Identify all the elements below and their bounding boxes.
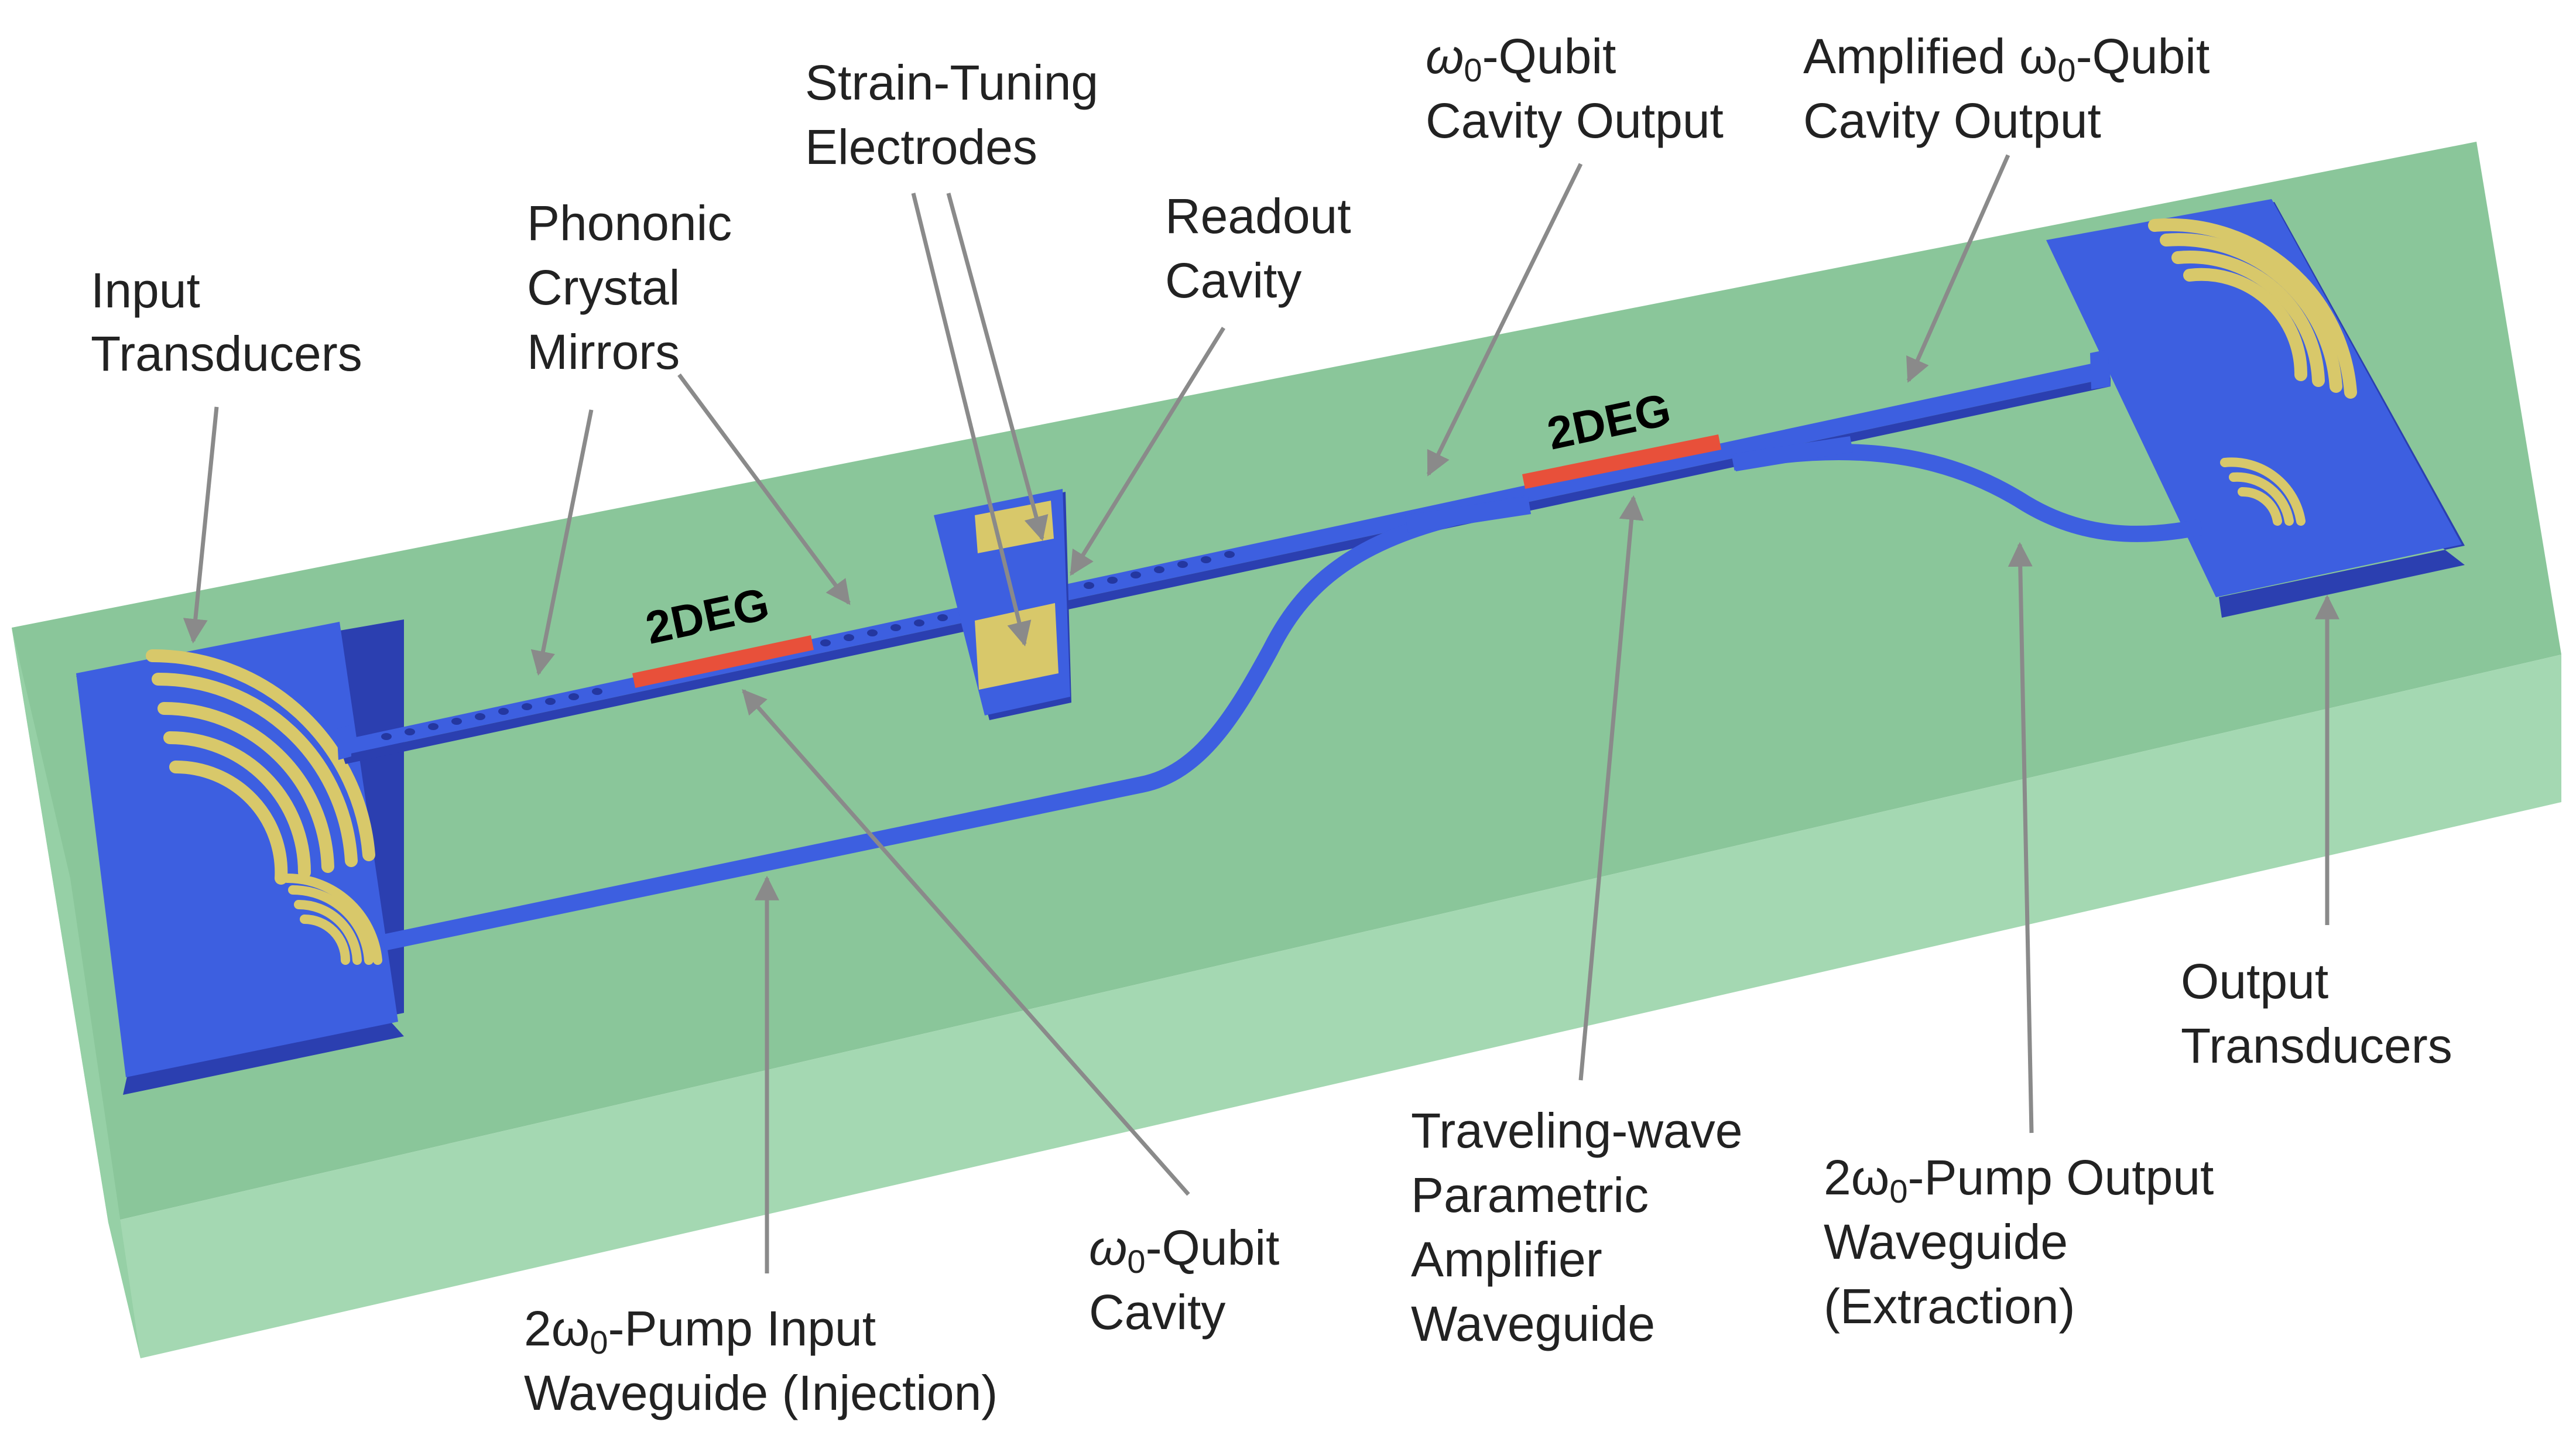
label-part: 2ω — [1824, 1150, 1889, 1205]
label-sub: 0 — [590, 1324, 608, 1361]
label-line: Amplified ω0-Qubit — [1803, 29, 2210, 88]
label-part: -Pump Output — [1907, 1150, 2214, 1205]
label-line: ω0-Qubit — [1426, 29, 1616, 88]
substrate-left-face — [12, 628, 141, 1358]
label-line: Waveguide — [1824, 1214, 2068, 1269]
label-line: Phononic — [527, 196, 732, 251]
label-line: Cavity Output — [1803, 93, 2101, 148]
label-part: ω — [1089, 1220, 1127, 1275]
label-part: 2ω — [524, 1301, 590, 1356]
label-line: Transducers — [2181, 1018, 2452, 1073]
label-part: -Qubit — [1482, 29, 1616, 84]
arrow-strain-electrodes-1 — [911, 193, 1032, 647]
label-qubit-cavity: ω0-Qubit Cavity — [1089, 1220, 1279, 1340]
label-pump-input: 2ω0-Pump Input Waveguide (Injection) — [524, 1301, 998, 1420]
label-line: Transducers — [91, 326, 362, 381]
label-qubit-cavity-output: ω0-Qubit Cavity Output — [1426, 29, 1724, 148]
label-input-transducers: Input Transducers — [91, 263, 362, 381]
arrow-qubit-cavity — [742, 689, 1190, 1196]
arrow-input-transducers — [183, 406, 219, 644]
phononic-crystal-holes-right — [1084, 551, 1235, 589]
annotation-arrows — [183, 154, 2339, 1273]
label-line: Parametric — [1411, 1167, 1649, 1222]
label-twpa: Traveling-wave Parametric Amplifier Wave… — [1411, 1103, 1742, 1351]
label-line: ω0-Qubit — [1089, 1220, 1279, 1280]
input-transducer-small — [282, 873, 382, 965]
arrow-phononic-mirrors-1 — [530, 409, 594, 676]
label-part: -Qubit — [2076, 29, 2210, 84]
phononic-crystal-holes-middle — [820, 614, 948, 646]
label-line: Input — [91, 263, 200, 318]
strain-electrode-block — [934, 489, 1071, 720]
label-line: Waveguide (Injection) — [524, 1365, 998, 1420]
label-line: 2ω0-Pump Input — [524, 1301, 876, 1361]
twodeg-strip-right — [1522, 434, 1721, 489]
label-line: (Extraction) — [1824, 1279, 2075, 1334]
input-pad-neck — [337, 725, 351, 760]
label-sub: 0 — [1889, 1173, 1907, 1210]
arrow-strain-electrodes-2 — [946, 193, 1049, 542]
pump-input-waveguide — [382, 495, 1531, 951]
output-pad-top — [2046, 199, 2462, 597]
label-line: Mirrors — [527, 324, 680, 379]
label-line: Crystal — [527, 260, 680, 315]
pump-output-coupler — [1733, 436, 1853, 471]
label-strain-electrodes: Strain-Tuning Electrodes — [805, 55, 1098, 174]
label-line: Output — [2181, 954, 2328, 1009]
output-transducer-large — [2148, 218, 2357, 399]
label-sub: 0 — [1127, 1243, 1145, 1280]
label-line: Cavity Output — [1426, 93, 1724, 148]
label-readout-cavity: Readout Cavity — [1165, 189, 1351, 308]
pump-input-coupler — [1405, 496, 1531, 533]
output-transducer-small — [2220, 457, 2306, 526]
main-waveguide-side — [342, 378, 2111, 764]
label-line: Cavity — [1089, 1285, 1225, 1340]
label-line: Readout — [1165, 189, 1351, 244]
label-line: Cavity — [1165, 253, 1301, 308]
label-line: 2ω0-Pump Output — [1824, 1150, 2214, 1210]
label-line: Amplifier — [1411, 1232, 1602, 1287]
label-pump-output: 2ω0-Pump Output Waveguide (Extraction) — [1824, 1150, 2214, 1334]
label-part: ω — [1426, 29, 1464, 84]
arrow-readout-cavity — [1070, 327, 1225, 576]
label-amplified-output: Amplified ω0-Qubit Cavity Output — [1803, 29, 2210, 148]
twodeg-strip-left — [632, 635, 814, 688]
arrow-pump-output — [2008, 542, 2034, 1133]
output-pad-neck — [2090, 350, 2111, 389]
label-sub: 0 — [2057, 52, 2075, 88]
pump-output-waveguide — [1731, 436, 2203, 542]
arrow-twpa — [1578, 495, 1644, 1081]
label-part: -Pump Input — [608, 1301, 876, 1356]
label-line: Strain-Tuning — [805, 55, 1098, 110]
phononic-crystal-holes-left — [381, 688, 602, 740]
input-transducer-large — [146, 649, 375, 885]
label-sub: 0 — [1464, 52, 1482, 88]
label-part: Amplified ω — [1803, 29, 2057, 84]
label-line: Traveling-wave — [1411, 1103, 1742, 1158]
input-pad — [76, 619, 404, 1095]
label-output-transducers: Output Transducers — [2181, 954, 2452, 1073]
label-line: Waveguide — [1411, 1296, 1655, 1351]
label-part: -Qubit — [1146, 1220, 1280, 1275]
output-pad — [2046, 199, 2465, 618]
label-line: Electrodes — [805, 119, 1037, 174]
arrow-amplified-output — [1906, 154, 2010, 383]
label-phononic-mirrors: Phononic Crystal Mirrors — [527, 196, 732, 379]
arrow-phononic-mirrors-2 — [677, 373, 851, 605]
arrow-qubit-cavity-output — [1426, 163, 1583, 477]
substrate-front-face — [108, 655, 2561, 1358]
